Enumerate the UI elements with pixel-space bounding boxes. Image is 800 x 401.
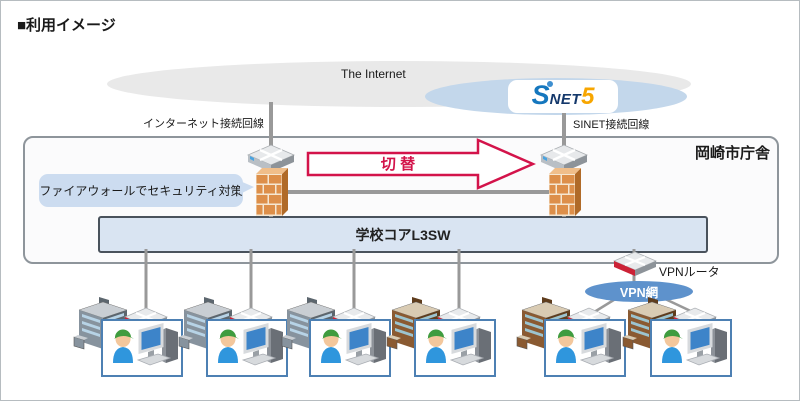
internet-line-label: インターネット接続回線 (143, 118, 264, 130)
city-hall-label: 岡崎市庁舎 (695, 145, 771, 162)
user-icon (662, 329, 683, 363)
user-icon (113, 329, 134, 363)
school-group-2 (178, 294, 290, 378)
sinet-line-label: SINET接続回線 (573, 119, 650, 131)
firewall-note-bubble: ファイアウォールでセキュリティ対策 (39, 174, 243, 207)
user-icon (321, 329, 342, 363)
computer-icon (137, 323, 178, 366)
vpn-network-label: VPN網 (619, 286, 659, 300)
vpn-router-icon (612, 251, 658, 276)
sinet-logo-s: S (531, 80, 553, 110)
school-group-3 (281, 294, 393, 378)
switchover-label: 切 替 (381, 155, 416, 173)
switchover-arrow: 切 替 (306, 138, 536, 190)
sinet-logo-net: NET (549, 91, 582, 108)
core-l3-switch-box: 学校コアL3SW (98, 216, 708, 253)
computer-icon (345, 323, 386, 366)
computer-icon (686, 323, 727, 366)
vpn-router-label: VPNルータ (659, 265, 720, 279)
user-icon (556, 329, 577, 363)
core-l3-switch-label: 学校コアL3SW (355, 226, 451, 243)
sinet-logo-five: 5 (581, 83, 595, 110)
school-group-5 (516, 294, 628, 378)
firewall-note-label: ファイアウォールでセキュリティ対策 (39, 184, 243, 198)
computer-icon (450, 323, 491, 366)
user-icon (218, 329, 239, 363)
firewall-left-icon (256, 168, 288, 216)
school-group-6 (622, 294, 734, 378)
computer-icon (580, 323, 621, 366)
page-title: ■利用イメージ (17, 17, 116, 34)
firewall-right-icon (549, 168, 581, 216)
internet-switch-icon (246, 144, 296, 172)
internet-cloud-label: The Internet (341, 67, 406, 81)
sinet-switch-icon (539, 144, 589, 172)
school-group-1 (73, 294, 185, 378)
vpn-network-ellipse: VPN網 (585, 281, 693, 302)
school-group-4 (386, 294, 498, 378)
computer-icon (242, 323, 283, 366)
user-icon (426, 329, 447, 363)
firewall-note-tail (240, 181, 254, 194)
